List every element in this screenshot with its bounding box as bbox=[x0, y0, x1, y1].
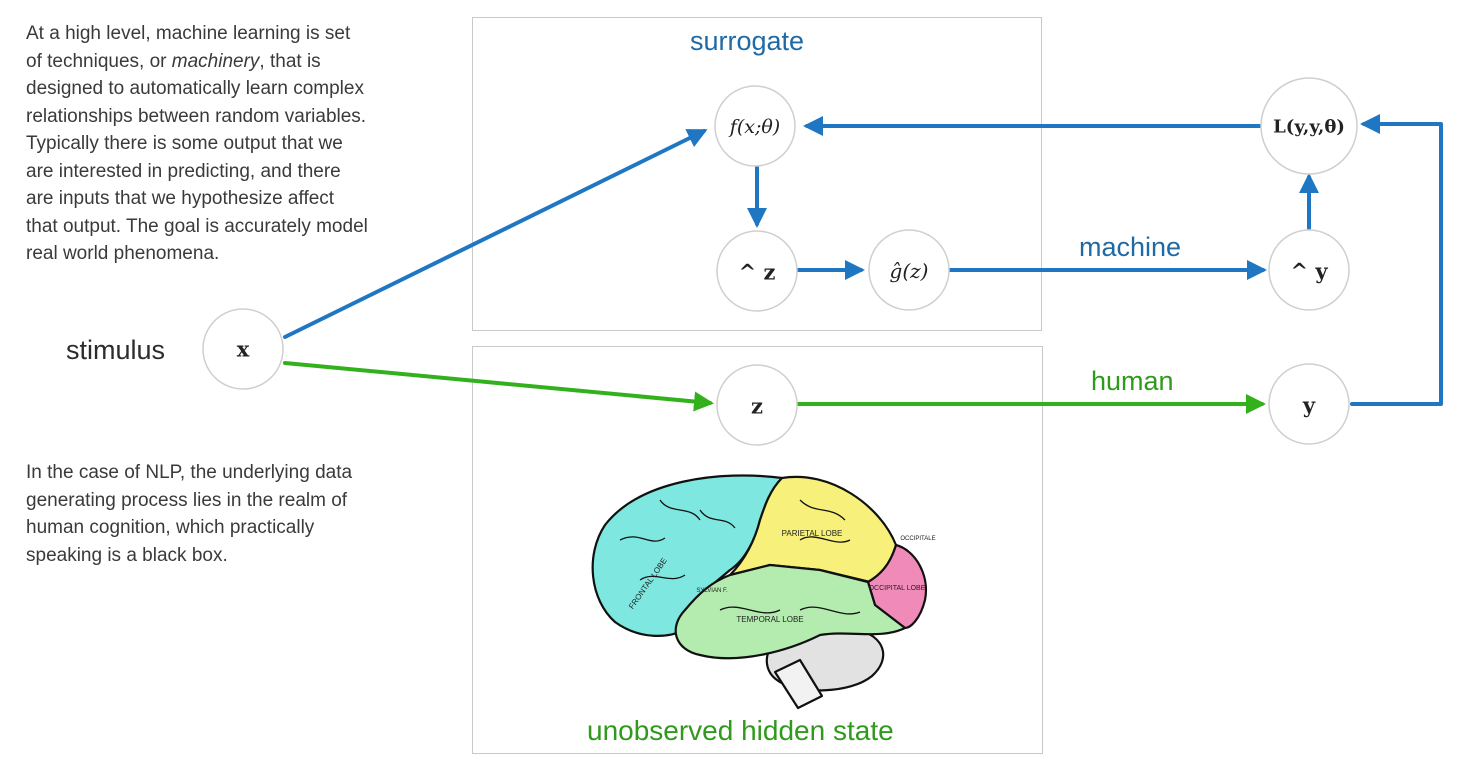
node-x: x bbox=[202, 308, 284, 390]
lobe-label-temporal: TEMPORAL LOBE bbox=[736, 615, 803, 624]
surrogate-label: surrogate bbox=[690, 26, 805, 56]
lobe-label-sylvian: SYLVIAN F. bbox=[696, 588, 728, 594]
occipital-lobe bbox=[866, 543, 928, 630]
node-ghat-label: ĝ(z) bbox=[890, 259, 929, 283]
node-ghat: ĝ(z) bbox=[868, 229, 950, 311]
surrogate-box bbox=[472, 17, 1042, 331]
intro-line: designed to automatically learn complex bbox=[26, 78, 364, 99]
edge-x-to-f bbox=[283, 129, 708, 339]
lobe-label-parietal: PARIETAL LOBE bbox=[782, 529, 843, 538]
node-z: z bbox=[716, 364, 798, 446]
node-yhat: ^ y bbox=[1268, 229, 1350, 311]
node-f-label: f(x;θ) bbox=[728, 116, 780, 138]
intro-line: Typically there is some output that we bbox=[26, 133, 343, 154]
node-y-label: y bbox=[1302, 393, 1316, 418]
brain-stem bbox=[773, 658, 824, 710]
intro-line: are interested in predicting, and there bbox=[26, 160, 341, 182]
intro-line: that output. The goal is accurately mode… bbox=[26, 215, 368, 237]
intro-line: At a high level, machine learning is set bbox=[26, 23, 351, 44]
node-zhat: ^ z bbox=[716, 230, 798, 312]
stimulus-label: stimulus bbox=[66, 335, 166, 365]
nlp-line: human cognition, which practically bbox=[26, 517, 315, 538]
intro-text: , that is bbox=[259, 50, 321, 72]
node-y: y bbox=[1268, 363, 1350, 445]
intro-line: are inputs that we hypothesize affect bbox=[26, 188, 335, 209]
lobe-label-occipital: OCCIPITAL LOBE bbox=[869, 585, 926, 592]
node-f: f(x;θ) bbox=[714, 85, 796, 167]
brain-illustration bbox=[591, 474, 928, 710]
nlp-line: In the case of NLP, the underlying data bbox=[26, 462, 353, 483]
intro-line: relationships between random variables. bbox=[26, 105, 367, 127]
node-z-label: z bbox=[751, 394, 763, 419]
machine-label: machine bbox=[1079, 232, 1182, 262]
intro-line: real world phenomena. bbox=[26, 243, 220, 264]
edge-x-to-z bbox=[283, 361, 714, 412]
nlp-line: generating process lies in the realm of bbox=[26, 489, 348, 511]
edge-y-to-loss bbox=[1350, 114, 1443, 406]
hidden-state-label: unobserved hidden state bbox=[587, 715, 894, 746]
temporal-lobe bbox=[674, 563, 907, 660]
node-x-label: x bbox=[237, 337, 250, 362]
intro-emphasis: machinery bbox=[171, 50, 260, 72]
brain-sulci bbox=[619, 499, 861, 615]
intro-line: of techniques, or machinery, that is bbox=[26, 48, 446, 76]
node-yhat-label: ^ y bbox=[1290, 259, 1328, 284]
node-zhat-label: ^ z bbox=[739, 260, 776, 285]
hidden-state-box bbox=[472, 346, 1043, 754]
nlp-paragraph: In the case of NLP, the underlying data … bbox=[26, 459, 446, 569]
lobe-label-occipitale: OCCIPITALE bbox=[900, 536, 935, 542]
nlp-line: speaking is a black box. bbox=[26, 544, 228, 566]
intro-text: of techniques, or bbox=[26, 50, 172, 72]
intro-paragraph: At a high level, machine learning is set… bbox=[26, 20, 446, 268]
node-loss: L(y,y,θ) bbox=[1260, 77, 1358, 175]
human-label: human bbox=[1091, 366, 1174, 396]
node-loss-label: L(y,y,θ) bbox=[1273, 117, 1345, 138]
